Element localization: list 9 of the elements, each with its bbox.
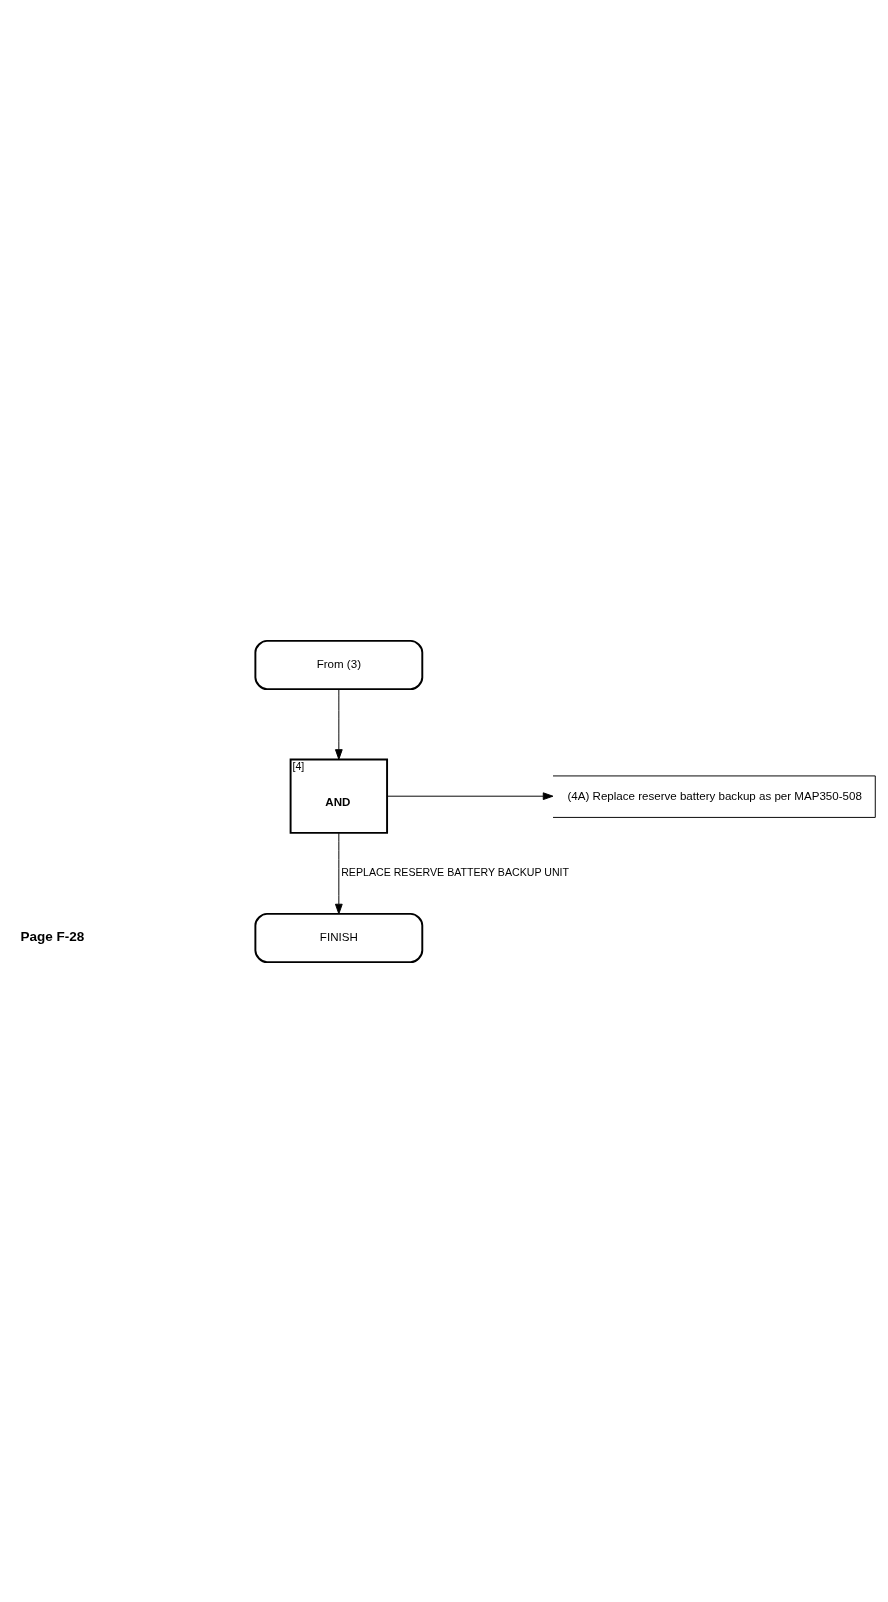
- node-box: FINISH: [254, 912, 424, 963]
- arrow: [386, 791, 554, 800]
- label: Page F-28: [20, 928, 85, 944]
- arrow: [334, 832, 343, 914]
- arrow: [334, 688, 343, 760]
- edge-label: REPLACE RESERVE BATTERY BACKUP UNIT: [341, 865, 569, 878]
- node-text: (4A) Replace reserve battery backup as per MAP350-508: [567, 789, 862, 802]
- node-box: [4] AND: [289, 758, 389, 834]
- node-box: From (3): [254, 639, 424, 690]
